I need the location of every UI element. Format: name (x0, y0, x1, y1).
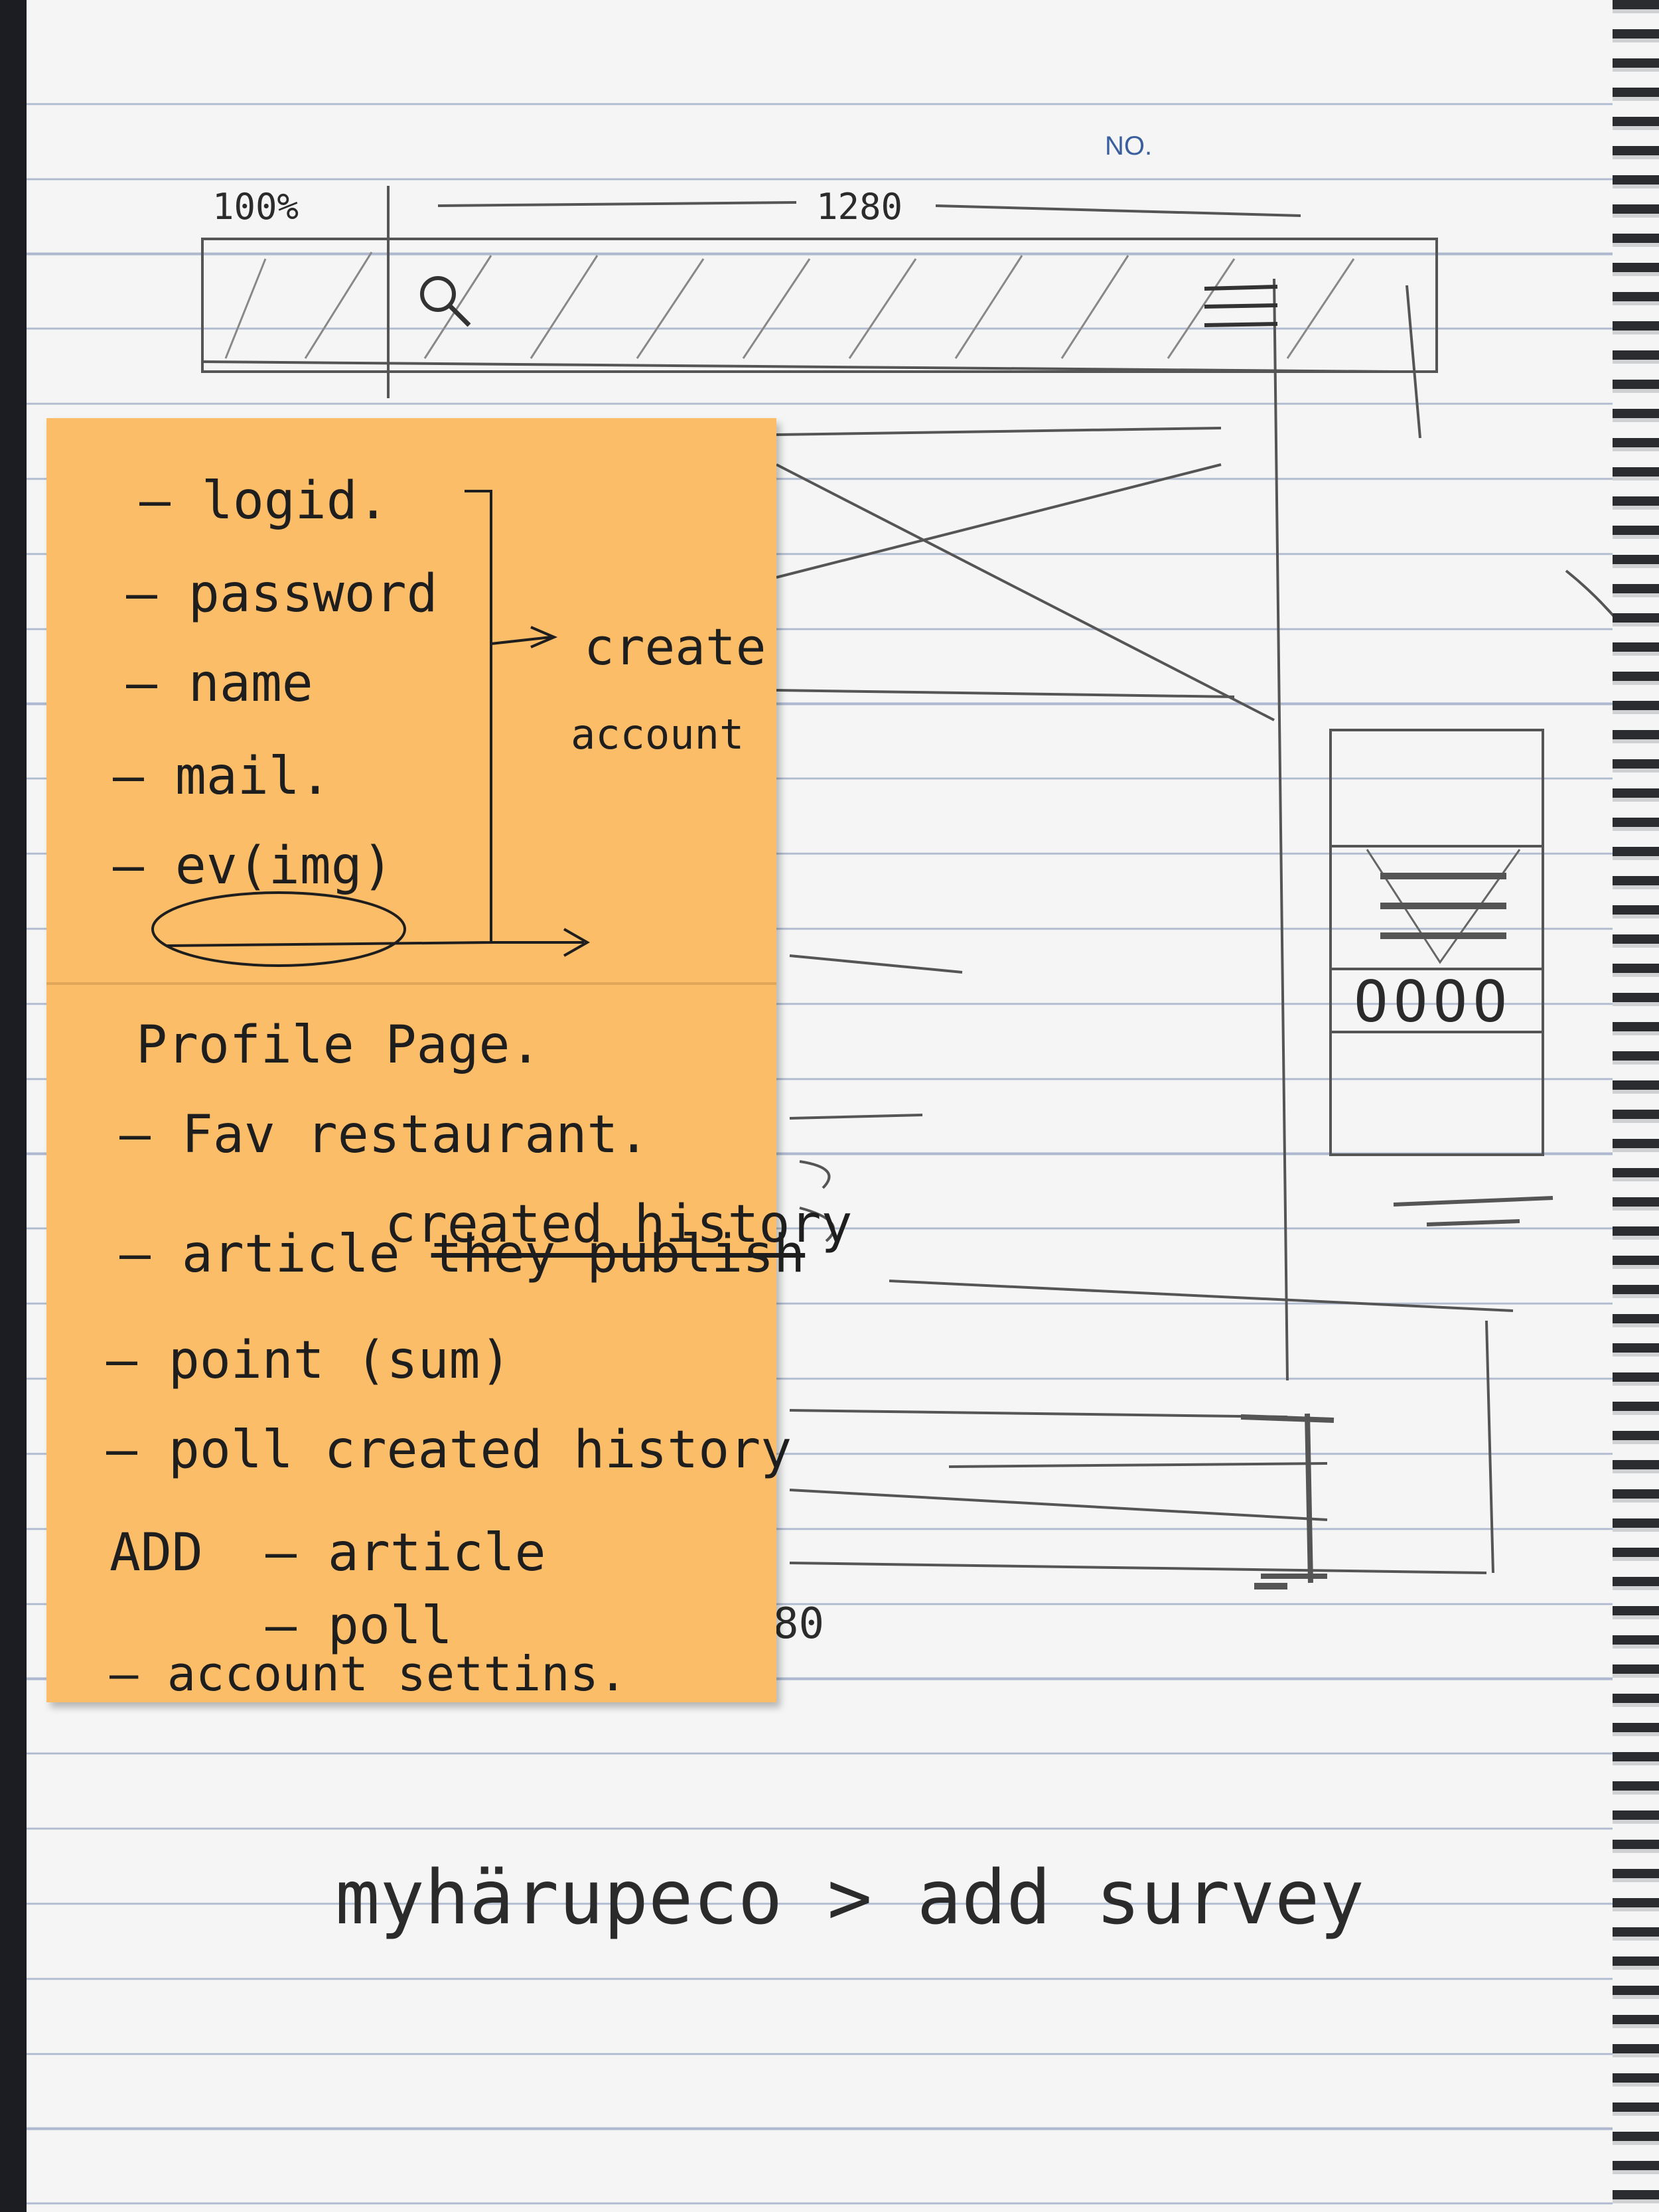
signup-action: create (584, 617, 766, 676)
add-label: ADD (109, 1523, 203, 1583)
spiral-binding (1613, 0, 1659, 2212)
search-icon (415, 271, 474, 331)
signup-bracket (46, 418, 776, 982)
article-strike-text: they publish (431, 1224, 806, 1284)
profile-item: – article they publish (119, 1224, 805, 1284)
profile-item: – poll created history (106, 1420, 792, 1480)
sticky-note: – logid. – password – name – mail. – ev(… (46, 418, 776, 1702)
signup-action: account (571, 710, 744, 759)
sticky-fold (46, 982, 776, 985)
add-item: – article (265, 1523, 546, 1583)
settings-item: – account settins. (109, 1646, 627, 1702)
profile-title: Profile Page. (136, 1015, 541, 1075)
profile-item: – point (sum) (106, 1331, 511, 1390)
card-circles: OOOO (1354, 969, 1512, 1035)
profile-item: – Fav restaurant. (119, 1105, 649, 1165)
hamburger-menu-icon (1201, 279, 1281, 338)
